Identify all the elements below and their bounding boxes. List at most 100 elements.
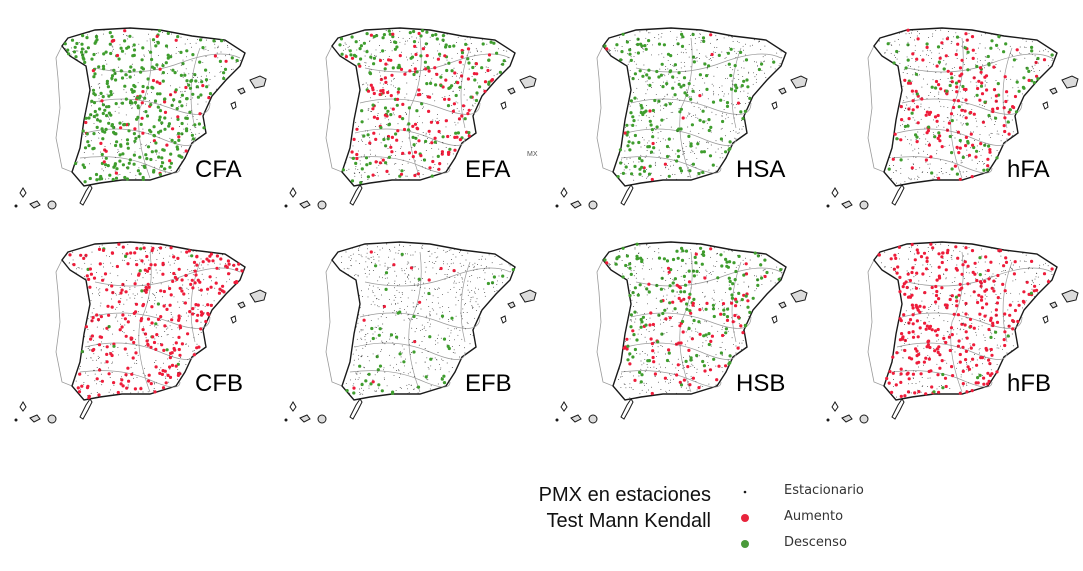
- station-dot: [913, 68, 915, 70]
- station-dot: [395, 302, 396, 304]
- station-dot: [966, 141, 970, 145]
- station-dot: [959, 133, 961, 135]
- station-dot: [967, 39, 969, 41]
- station-dot: [431, 147, 433, 149]
- station-dot: [460, 71, 462, 73]
- station-dot: [658, 34, 660, 36]
- canary-islands: [14, 184, 93, 210]
- station-dot: [712, 56, 714, 58]
- station-dot: [126, 35, 128, 37]
- station-dot: [439, 269, 441, 271]
- station-dot: [177, 347, 181, 352]
- station-dot: [114, 176, 119, 180]
- canary-islands: [555, 184, 634, 210]
- station-dot: [80, 50, 84, 54]
- station-dot: [137, 82, 139, 84]
- station-dot: [657, 42, 662, 46]
- station-dot: [118, 150, 120, 152]
- station-dot: [490, 281, 495, 285]
- station-dot: [98, 289, 100, 291]
- station-dot: [85, 372, 87, 374]
- station-dot: [79, 368, 81, 370]
- station-dot: [647, 303, 648, 305]
- station-dot: [981, 120, 985, 124]
- station-dot: [735, 52, 737, 54]
- station-dot: [132, 36, 134, 38]
- station-dot: [665, 144, 670, 149]
- station-dot: [382, 59, 384, 61]
- station-dot: [178, 105, 180, 107]
- station-dot: [127, 379, 131, 383]
- station-dot: [635, 318, 637, 320]
- station-dot: [142, 128, 144, 130]
- station-dot: [683, 61, 685, 63]
- station-dot: [146, 77, 150, 81]
- station-dot: [754, 290, 756, 292]
- station-dot: [935, 64, 939, 68]
- station-dot: [772, 60, 776, 64]
- station-dot: [115, 72, 116, 74]
- station-dot: [641, 364, 643, 366]
- station-dot: [138, 172, 142, 176]
- station-dot: [413, 388, 415, 390]
- station-dot: [401, 352, 403, 354]
- station-dot: [220, 39, 224, 43]
- station-dot: [85, 277, 87, 279]
- station-dot: [632, 77, 634, 79]
- station-dot: [138, 155, 142, 159]
- station-dot: [955, 145, 959, 149]
- station-dot: [375, 355, 379, 359]
- canary-islands: [284, 398, 363, 424]
- station-dot: [434, 288, 435, 290]
- station-dot: [364, 268, 366, 270]
- station-dot: [397, 252, 399, 254]
- station-dot: [422, 375, 424, 377]
- station-dot: [970, 175, 974, 179]
- station-dot: [1032, 81, 1036, 85]
- station-dot: [171, 33, 172, 35]
- station-dot: [978, 98, 982, 102]
- station-dot: [936, 136, 940, 140]
- station-dot: [651, 172, 653, 174]
- station-dot: [759, 263, 763, 267]
- station-dot: [202, 267, 204, 269]
- station-dot: [647, 76, 651, 80]
- station-dot: [638, 69, 642, 73]
- station-dot: [486, 281, 490, 286]
- station-dot: [404, 112, 406, 114]
- station-dot: [189, 270, 191, 272]
- station-dot: [229, 53, 231, 55]
- station-dot: [187, 249, 191, 253]
- station-dot: [452, 320, 454, 322]
- station-dot: [370, 326, 374, 331]
- station-dot: [643, 362, 645, 364]
- station-dot: [704, 295, 706, 297]
- station-dot: [634, 34, 636, 36]
- station-dot: [198, 132, 200, 134]
- station-dot: [708, 59, 710, 61]
- station-dot: [992, 88, 997, 92]
- station-dot: [960, 162, 962, 164]
- station-dot: [350, 265, 352, 267]
- station-dot: [133, 377, 134, 379]
- station-dot: [624, 156, 626, 158]
- station-dot: [472, 307, 474, 308]
- station-dot: [145, 339, 149, 343]
- station-dot: [748, 310, 752, 314]
- station-dot: [455, 328, 457, 330]
- canary-islands: [14, 398, 93, 424]
- station-dot: [731, 320, 735, 324]
- station-dot: [110, 353, 114, 358]
- station-dot: [384, 287, 388, 291]
- station-dot: [387, 268, 389, 270]
- station-dot: [369, 55, 373, 59]
- station-dot: [132, 293, 134, 295]
- station-dot: [88, 176, 92, 181]
- station-dot: [990, 33, 992, 35]
- station-dot: [409, 130, 411, 132]
- station-dot: [748, 315, 750, 317]
- station-dot: [201, 260, 205, 264]
- station-dot: [158, 67, 162, 71]
- station-dot: [682, 153, 684, 155]
- station-dot: [430, 80, 432, 82]
